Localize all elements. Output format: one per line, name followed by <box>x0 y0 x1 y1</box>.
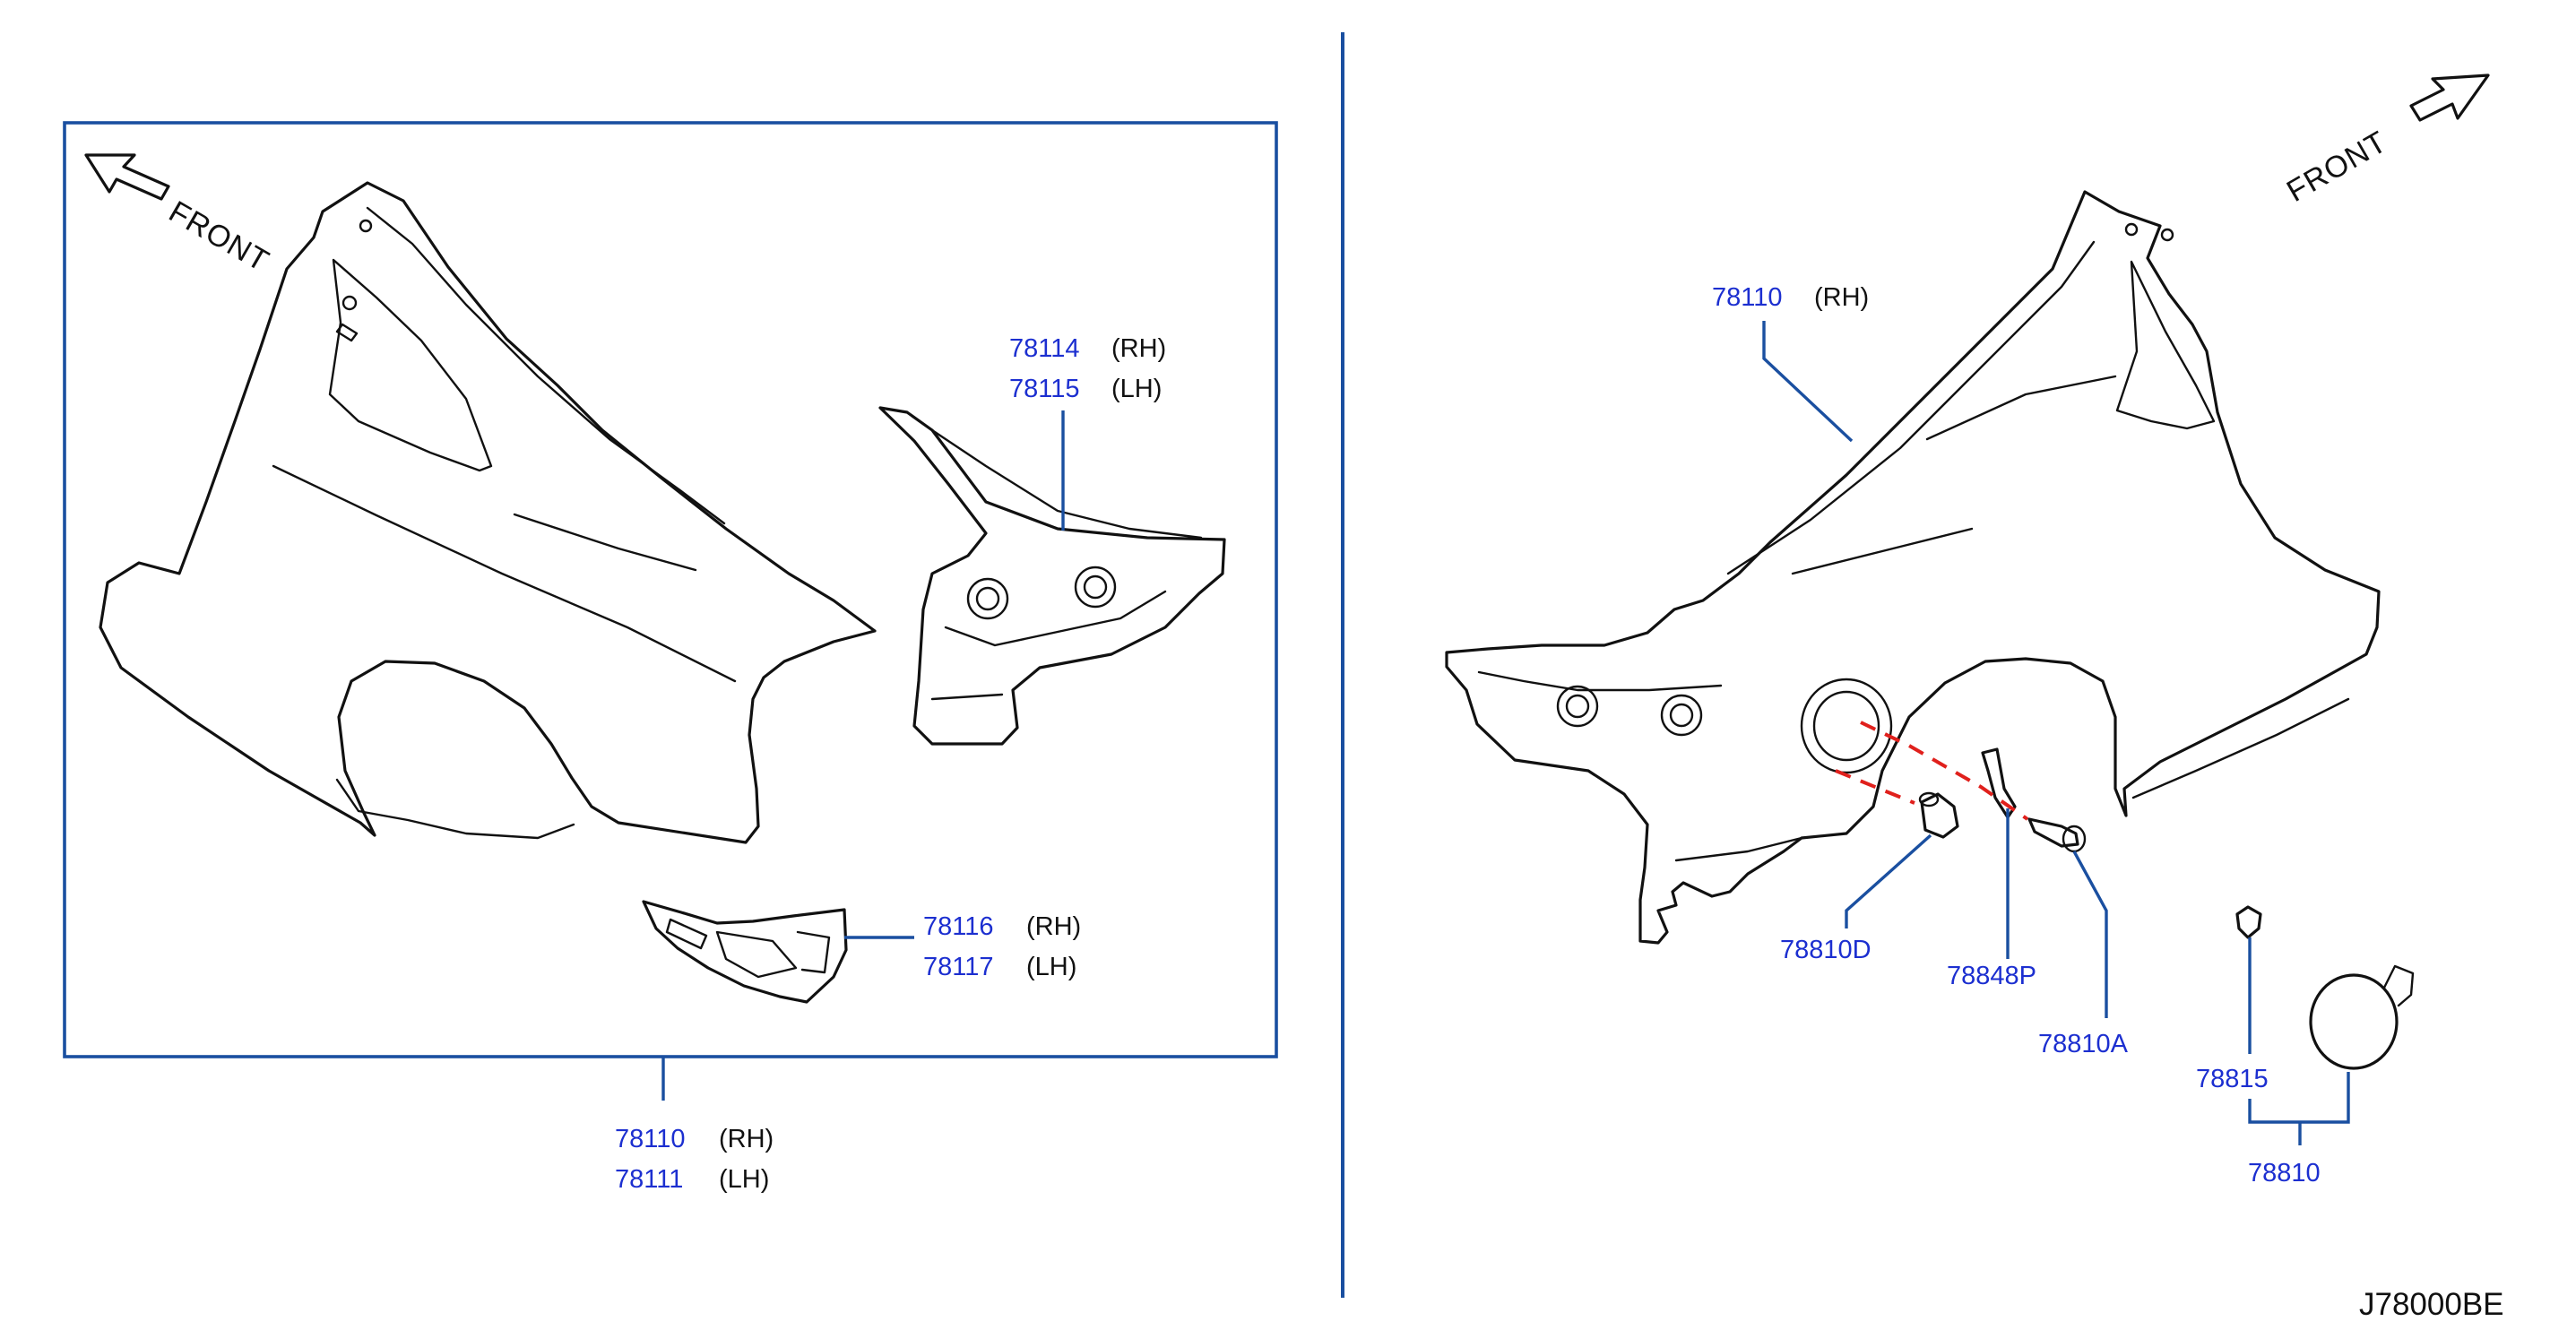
svg-text:(LH): (LH) <box>1111 375 1162 403</box>
front-arrow-icon-right <box>2409 73 2490 122</box>
diagram-code: J78000BE <box>2359 1287 2504 1322</box>
callout-78810[interactable]: 78810 <box>2248 1159 2321 1188</box>
callout-78810D[interactable]: 78810D <box>1780 936 1871 964</box>
callout-78848P[interactable]: 78848P <box>1947 962 2036 990</box>
leader-78110-right <box>1762 321 1854 443</box>
svg-text:(LH): (LH) <box>719 1165 769 1194</box>
hinge-spring-78848P <box>1981 747 2017 819</box>
fuel-filler-lid-78810 <box>2309 964 2415 1070</box>
svg-text:78110: 78110 <box>1712 283 1783 312</box>
front-label-left: FRONT <box>163 194 275 279</box>
callout-78117[interactable]: 78117 (LH) <box>923 953 1076 981</box>
leader-78810A <box>2072 851 2108 1018</box>
callout-78111[interactable]: 78111 (LH) <box>615 1165 769 1194</box>
callout-78116[interactable]: 78116 (RH) <box>923 912 1081 941</box>
svg-text:78117: 78117 <box>923 953 994 981</box>
svg-text:(RH): (RH) <box>719 1125 774 1153</box>
screw-78810A <box>2027 817 2087 853</box>
callout-78815[interactable]: 78815 <box>2196 1065 2269 1093</box>
leader-78810D <box>1845 833 1932 928</box>
callout-78810A[interactable]: 78810A <box>2038 1030 2129 1058</box>
callout-78115[interactable]: 78115 (LH) <box>1009 375 1162 403</box>
svg-text:78116: 78116 <box>923 912 994 941</box>
inner-bracket-lower-left <box>642 900 848 1004</box>
svg-text:(LH): (LH) <box>1026 953 1076 981</box>
svg-text:(RH): (RH) <box>1814 283 1869 312</box>
alignment-line <box>1860 721 2029 821</box>
callout-78114[interactable]: 78114 (RH) <box>1009 334 1166 363</box>
svg-text:78115: 78115 <box>1009 375 1080 403</box>
rear-fender-assembly-right <box>1445 190 2381 945</box>
svg-text:(RH): (RH) <box>1026 912 1081 941</box>
filler-bumper-78810D <box>1918 791 1959 839</box>
assembly-frame <box>63 121 1278 1058</box>
svg-text:78110: 78110 <box>615 1125 686 1153</box>
callout-78110-left[interactable]: 78110 (RH) <box>615 1125 774 1153</box>
rear-fender-panel-left <box>99 181 877 844</box>
front-label-right: FRONT <box>2281 125 2393 209</box>
svg-text:78114: 78114 <box>1009 334 1080 363</box>
inner-panel-upper-left <box>878 406 1226 746</box>
callout-78110-right[interactable]: 78110 (RH) <box>1712 283 1869 312</box>
svg-text:(RH): (RH) <box>1111 334 1166 363</box>
front-arrow-icon-left <box>84 153 170 201</box>
svg-text:78111: 78111 <box>615 1165 683 1194</box>
retainer-clip-78815 <box>2235 905 2262 939</box>
